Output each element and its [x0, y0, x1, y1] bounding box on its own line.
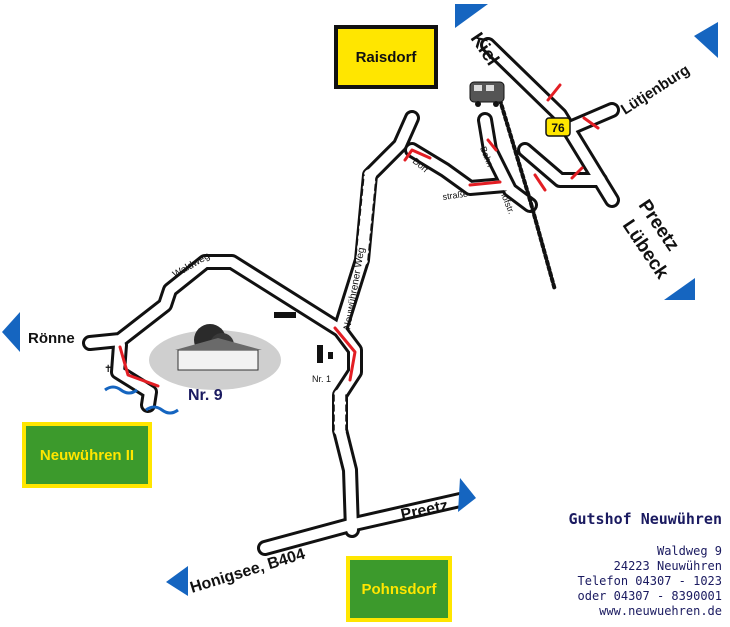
label-luetjenburg: Lütjenburg — [618, 61, 693, 118]
info-website-link[interactable]: www.neuwuehren.de — [599, 604, 722, 618]
info-phone: Telefon 04307 - 1023 — [577, 574, 723, 588]
info-title: Gutshof Neuwühren — [568, 510, 722, 528]
route-segment — [546, 83, 562, 102]
pohnsdorf-sign: Pohnsdorf — [346, 556, 452, 622]
route-segment — [486, 138, 498, 152]
farmhouse-photo — [149, 324, 281, 390]
info-city: 24223 Neuwühren — [613, 559, 722, 573]
building-icon — [274, 312, 296, 318]
label-preetz-bottom: Preetz — [399, 497, 450, 524]
label-strasse: straße — [442, 189, 469, 202]
label-roenne: Rönne — [28, 330, 75, 347]
raisdorf-sign: Raisdorf — [334, 25, 438, 89]
route-76-badge — [545, 117, 571, 137]
label-nr9: Nr. 9 — [188, 387, 223, 404]
building-icon — [317, 345, 323, 363]
arrow-honigsee — [166, 566, 188, 596]
label-honigsee: Honigsee, B404 — [188, 546, 307, 597]
route-segment — [582, 116, 600, 130]
arrow-luebeck — [664, 278, 695, 300]
info-street: Waldweg 9 — [656, 544, 722, 558]
building-icon — [328, 352, 333, 359]
route-76-label: 76 — [551, 121, 565, 135]
pohnsdorf-label: Pohnsdorf — [361, 580, 437, 598]
water-icon — [145, 405, 179, 415]
route-segment — [468, 180, 502, 187]
church-icon: ✝ — [104, 364, 112, 375]
train-icon — [469, 81, 505, 107]
route-segment — [118, 345, 160, 388]
route-segment — [403, 148, 432, 162]
label-nr1: Nr. 1 — [312, 374, 331, 384]
neuwuehren-ii-label: Neuwühren II — [39, 446, 135, 464]
water-icon — [104, 385, 138, 395]
neuwuehren-ii-sign: Neuwühren II — [22, 422, 152, 488]
info-phone-alt: oder 04307 - 8390001 — [577, 589, 723, 603]
arrow-preetz — [458, 478, 476, 512]
contact-info: Gutshof Neuwühren Waldweg 9 24223 Neuwüh… — [568, 510, 722, 619]
arrow-kiel — [455, 4, 488, 28]
arrow-roenne — [2, 312, 20, 352]
route-segment — [333, 326, 357, 382]
raisdorf-label: Raisdorf — [355, 48, 417, 66]
arrow-luetjenburg — [694, 22, 718, 58]
route-segment — [533, 173, 547, 192]
route-segment — [570, 166, 584, 180]
